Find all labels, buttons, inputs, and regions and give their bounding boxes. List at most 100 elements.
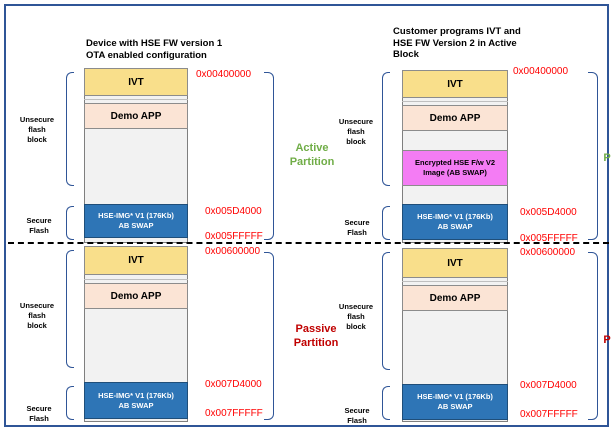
- label-line: Secure: [26, 216, 52, 225]
- block-label: HSE-IMG* V1 (176Kb): [417, 392, 493, 401]
- left-secure-top-brace: [66, 206, 74, 240]
- left-secure-bottom-brace: [66, 386, 74, 420]
- left-unsecure-top-brace: [66, 72, 74, 186]
- label-line: Flash: [29, 414, 49, 423]
- label-line: Flash: [29, 226, 49, 235]
- address-label: 0x005D4000: [520, 207, 577, 218]
- block-label: AB SWAP: [118, 400, 154, 410]
- left-unsecure-top-label: Unsecure flash block: [12, 115, 62, 145]
- left-unsecure-bottom-brace: [66, 250, 74, 368]
- left-hse-bottom-block: HSE-IMG* V1 (176Kb) AB SWAP: [84, 382, 188, 419]
- address-label: 0x005FFFFF: [205, 231, 263, 242]
- right-unsecure-bottom-label: Unsecure flash block: [333, 302, 379, 332]
- block-label: HSE-IMG* V1 (176Kb): [98, 390, 174, 400]
- block-label: Demo APP: [110, 110, 162, 122]
- label-line: Passive: [295, 323, 337, 335]
- right-passive-partition-brace: [588, 252, 598, 420]
- active-partition-brace: [264, 72, 274, 240]
- left-demo-top-block: Demo APP: [84, 103, 188, 129]
- block-label: IVT: [128, 76, 144, 88]
- partition-divider-line: [8, 242, 609, 244]
- address-label: 0x00400000: [196, 69, 252, 80]
- passive-partition-brace: [264, 252, 274, 420]
- left-secure-bottom-label: Secure Flash: [16, 404, 62, 424]
- active-partition-label: Active Partition: [282, 141, 342, 169]
- right-hse-top-block: HSE-IMG* V1 (176Kb) AB SWAP: [402, 204, 508, 240]
- right-secure-bottom-brace: [382, 386, 390, 420]
- label-line: Secure: [26, 404, 52, 413]
- right-unsecure-top-brace: [382, 72, 390, 186]
- block-label: Demo APP: [110, 290, 162, 302]
- left-divider: [84, 279, 188, 280]
- left-ivt-top-block: IVT: [84, 68, 188, 96]
- label-line: Unsecure: [19, 115, 55, 124]
- left-title-line: OTA enabled configuration: [86, 49, 207, 61]
- left-title: Device with HSE FW version 1 OTA enabled…: [86, 38, 222, 61]
- label-line: block: [346, 137, 366, 146]
- right-unsecure-bottom-brace: [382, 252, 390, 370]
- right-divider: [402, 101, 508, 102]
- label-line: Partition: [293, 337, 339, 349]
- right-ivt-bottom-block: IVT: [402, 248, 508, 278]
- label-line: flash: [28, 125, 46, 134]
- address-label: 0x00600000: [520, 247, 576, 258]
- right-demo-top-block: Demo APP: [402, 105, 508, 131]
- right-title-line: Block: [393, 49, 419, 60]
- passive-partition-label: Passive Partition: [286, 322, 346, 350]
- label-line: flash: [347, 312, 365, 321]
- label-line: Secure: [344, 406, 370, 415]
- block-label: Demo APP: [429, 112, 481, 124]
- label-line: flash: [347, 127, 365, 136]
- address-label: 0x00600000: [205, 246, 261, 257]
- right-demo-bottom-block: Demo APP: [402, 285, 508, 311]
- right-divider: [402, 281, 508, 282]
- label-line: block: [27, 135, 47, 144]
- right-encrypted-hse-block: Encrypted HSE F/w V2 Image (AB SWAP): [402, 150, 508, 186]
- left-demo-bottom-block: Demo APP: [84, 283, 188, 309]
- block-label: AB SWAP: [437, 402, 473, 411]
- address-label: 0x005D4000: [205, 206, 262, 217]
- right-secure-top-brace: [382, 206, 390, 240]
- label-line: Partition: [289, 156, 335, 168]
- block-label: HSE-IMG* V1 (176Kb): [98, 211, 174, 220]
- label-line: Active: [295, 142, 329, 154]
- label-line: Unsecure: [338, 302, 374, 311]
- label-line: Flash: [347, 416, 367, 425]
- address-label: 0x007D4000: [520, 380, 577, 391]
- address-label: 0x00400000: [513, 66, 569, 77]
- address-label: 0x007D4000: [205, 379, 262, 390]
- left-secure-top-label: Secure Flash: [16, 216, 62, 236]
- block-label: Image (AB SWAP): [423, 168, 487, 177]
- label-line: Flash: [347, 228, 367, 237]
- left-title-line: Device with HSE FW version 1: [86, 38, 223, 49]
- right-title-line: HSE FW Version 2 in Active: [393, 37, 517, 49]
- right-title-line: Customer programs IVT and: [393, 26, 521, 37]
- left-ivt-bottom-block: IVT: [84, 246, 188, 275]
- right-active-partition-brace: [588, 72, 598, 240]
- address-label: 0x007FFFFF: [205, 408, 263, 419]
- label-line: Secure: [344, 218, 370, 227]
- label-line: Unsecure: [338, 117, 374, 126]
- block-label: AB SWAP: [118, 221, 154, 230]
- right-title: Customer programs IVT and HSE FW Version…: [393, 26, 521, 61]
- address-label: 0x007FFFFF: [520, 409, 578, 420]
- block-label: Demo APP: [429, 292, 481, 304]
- label-line: block: [346, 322, 366, 331]
- right-secure-bottom-label: Secure Flash: [335, 406, 379, 426]
- block-label: Encrypted HSE F/w V2: [414, 158, 496, 167]
- right-hse-bottom-block: HSE-IMG* V1 (176Kb) AB SWAP: [402, 384, 508, 420]
- block-label: IVT: [128, 255, 144, 266]
- left-unsecure-bottom-label: Unsecure flash block: [12, 301, 62, 331]
- right-unsecure-top-label: Unsecure flash block: [333, 117, 379, 147]
- left-hse-top-block: HSE-IMG* V1 (176Kb) AB SWAP: [84, 204, 188, 238]
- label-line: block: [27, 321, 47, 330]
- block-label: IVT: [447, 257, 463, 269]
- diagram-frame: [4, 4, 609, 427]
- right-secure-top-label: Secure Flash: [335, 218, 379, 238]
- right-ivt-top-block: IVT: [402, 70, 508, 98]
- block-label: HSE-IMG* V1 (176Kb): [417, 212, 493, 221]
- right-active-partition-label: P: [603, 152, 611, 164]
- right-passive-partition-label: P: [603, 334, 611, 346]
- block-label: AB SWAP: [437, 222, 473, 231]
- left-divider: [84, 99, 188, 100]
